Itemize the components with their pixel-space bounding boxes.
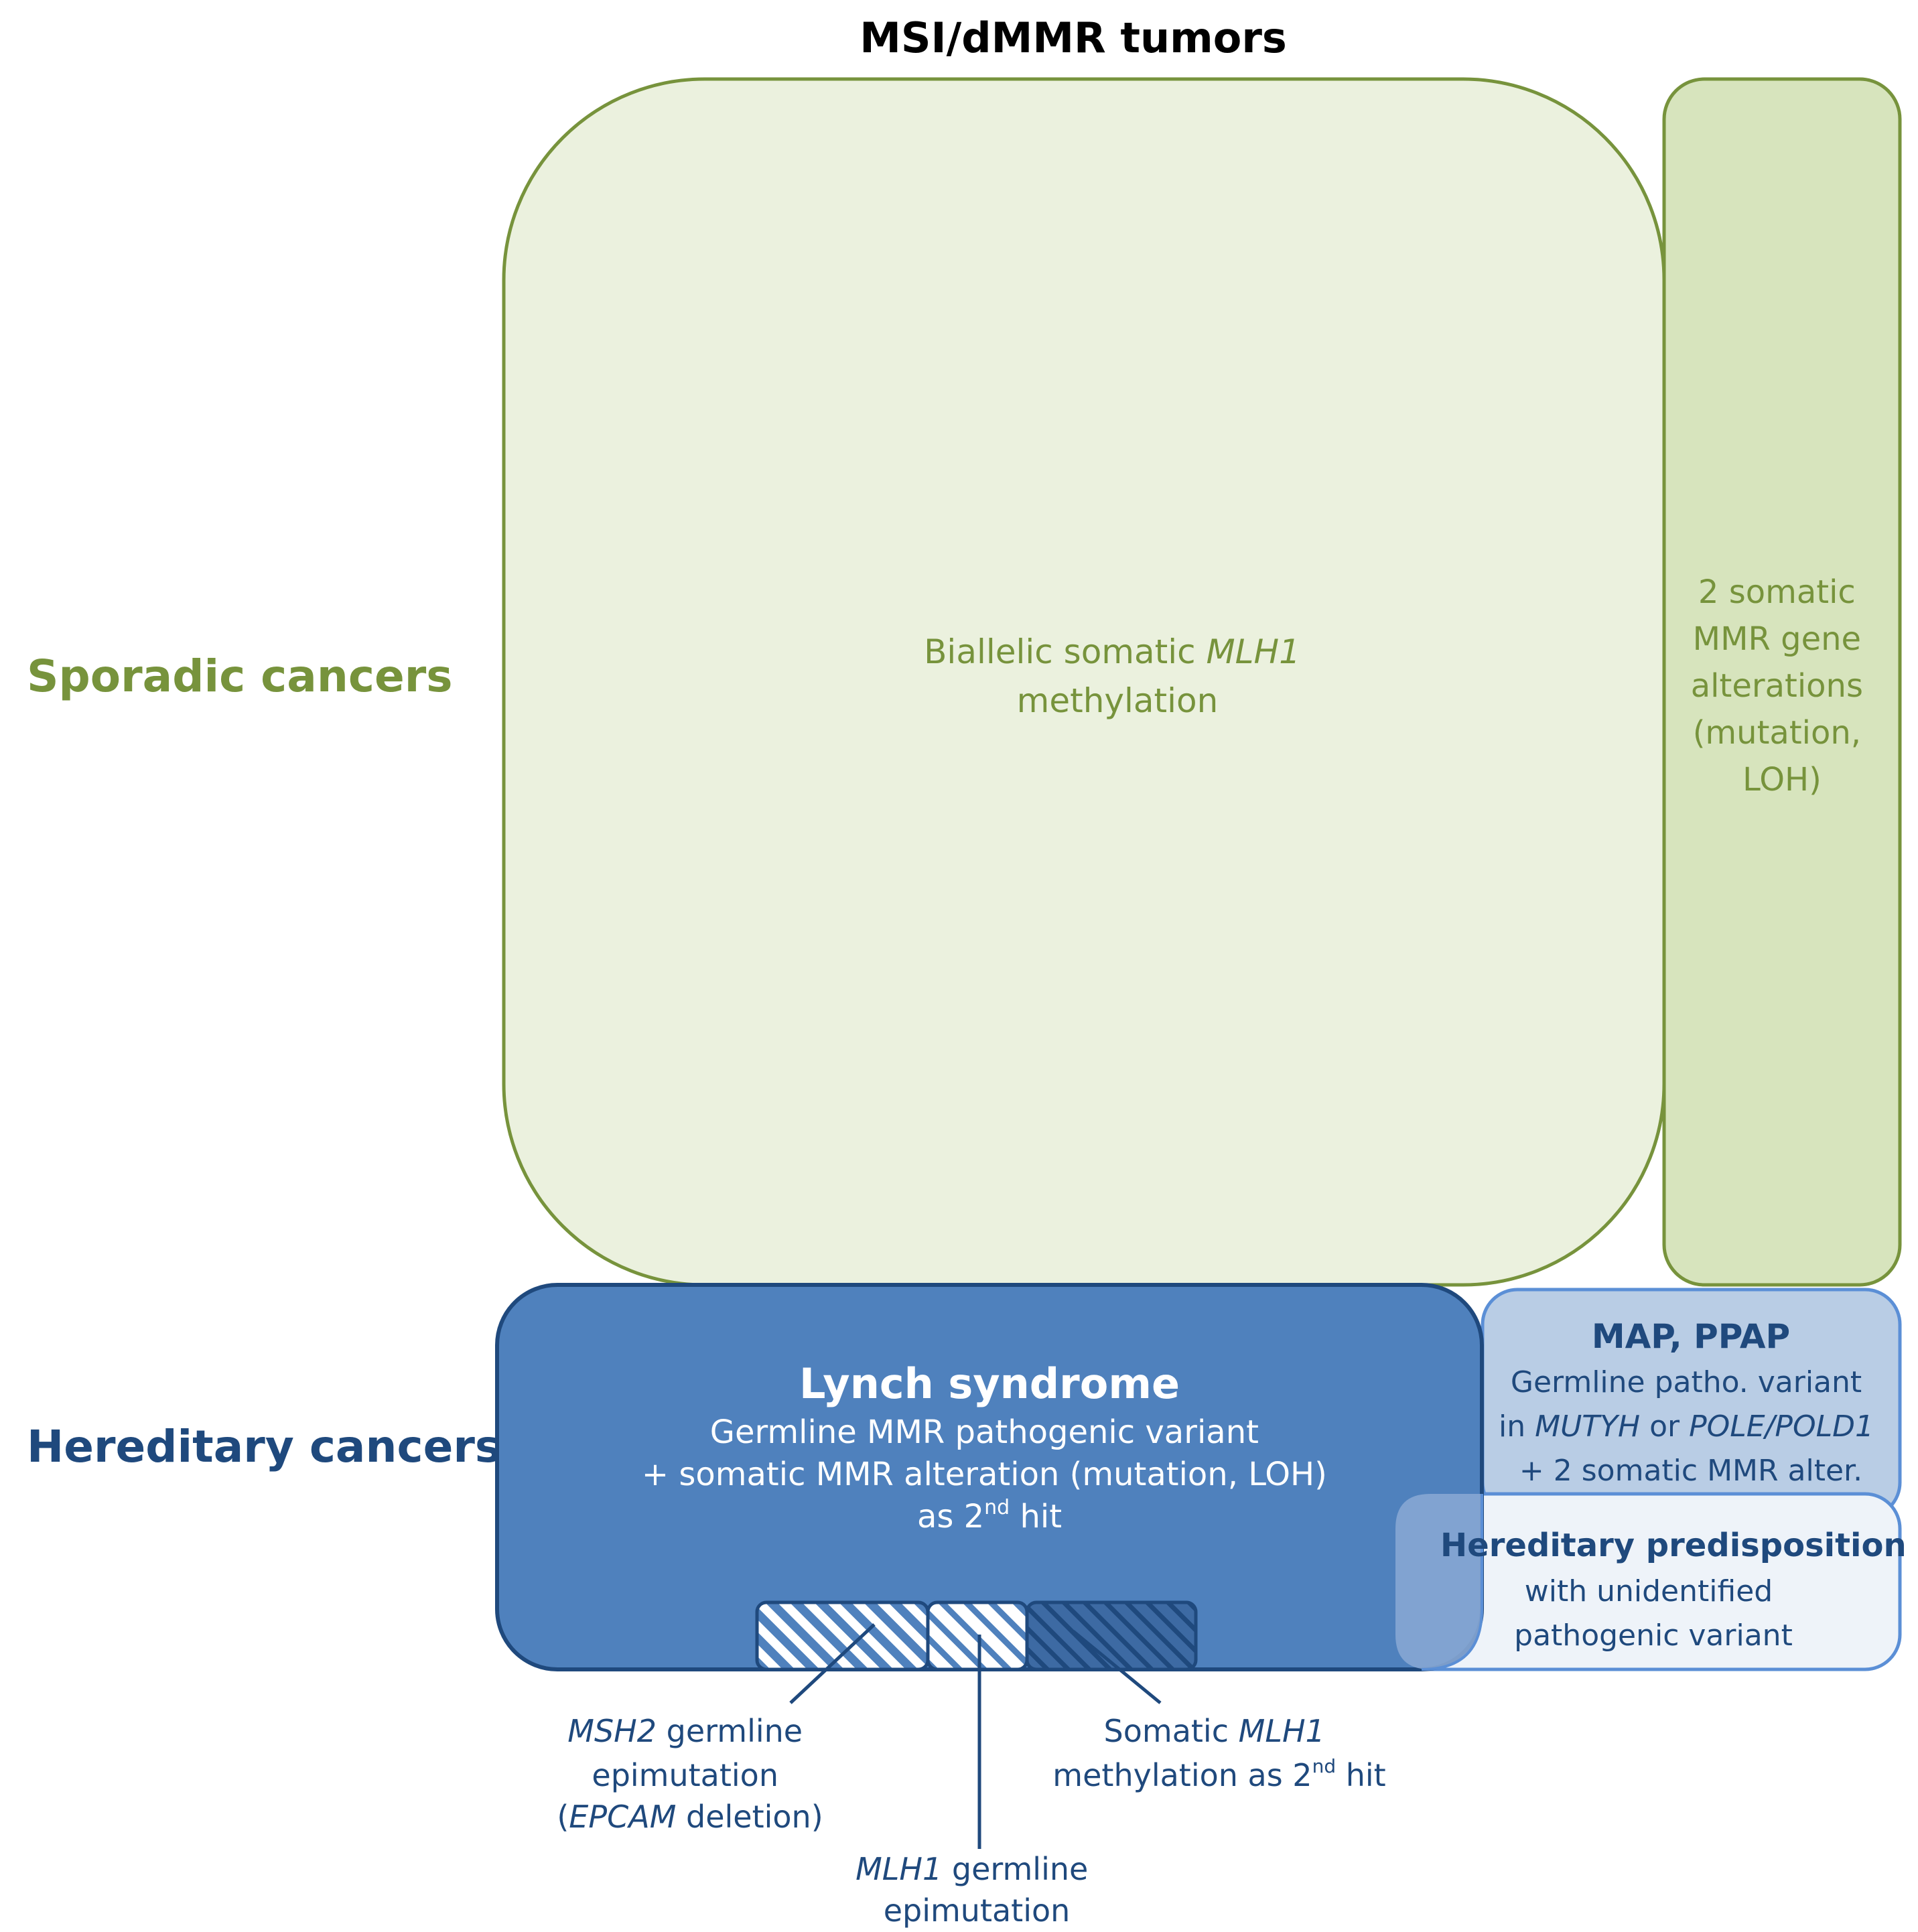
leader-somatic-mlh1 xyxy=(1072,1630,1162,1704)
box-somatic-mmr xyxy=(1662,77,1902,1287)
leader-msh2 xyxy=(789,1623,876,1704)
box-mlh1-methylation-label: Biallelic somatic MLH1 methylation xyxy=(924,632,1311,720)
segment-mlh1-germline-epimutation xyxy=(926,1600,1029,1671)
box-somatic-mmr-label: 2 somatic MMR gene alterations (mutation… xyxy=(1691,573,1873,799)
overlap-region xyxy=(1395,1494,1482,1669)
hereditary-predisposition-title: Hereditary predisposition xyxy=(1440,1527,1907,1564)
row-label-hereditary: Hereditary cancers xyxy=(27,1421,501,1472)
diagram-title: MSI/dMMR tumors xyxy=(860,13,1287,62)
annotation-mlh1-germline-epimutation: MLH1 germline epimutation xyxy=(855,1851,1098,1929)
lynch-description: Germline MMR pathogenic variant + somati… xyxy=(642,1413,1337,1535)
lynch-title: Lynch syndrome xyxy=(799,1359,1180,1408)
hereditary-predisposition-description: with unidentified pathogenic variant xyxy=(1514,1574,1793,1653)
segment-msh2-epimutation xyxy=(755,1600,930,1671)
annotation-somatic-mlh1-methylation: Somatic MLH1 methylation as 2nd hit xyxy=(1052,1713,1385,1793)
annotation-msh2-germline-epimutation: MSH2 germline epimutation (EPCAM deletio… xyxy=(557,1713,823,1835)
row-label-sporadic: Sporadic cancers xyxy=(27,650,453,702)
map-ppap-description: Germline patho. variant in MUTYH or POLE… xyxy=(1499,1365,1883,1488)
segment-somatic-mlh1-methylation xyxy=(1025,1600,1198,1671)
overlap-outline xyxy=(1421,1494,1483,1671)
map-ppap-title: MAP, PPAP xyxy=(1592,1317,1790,1356)
